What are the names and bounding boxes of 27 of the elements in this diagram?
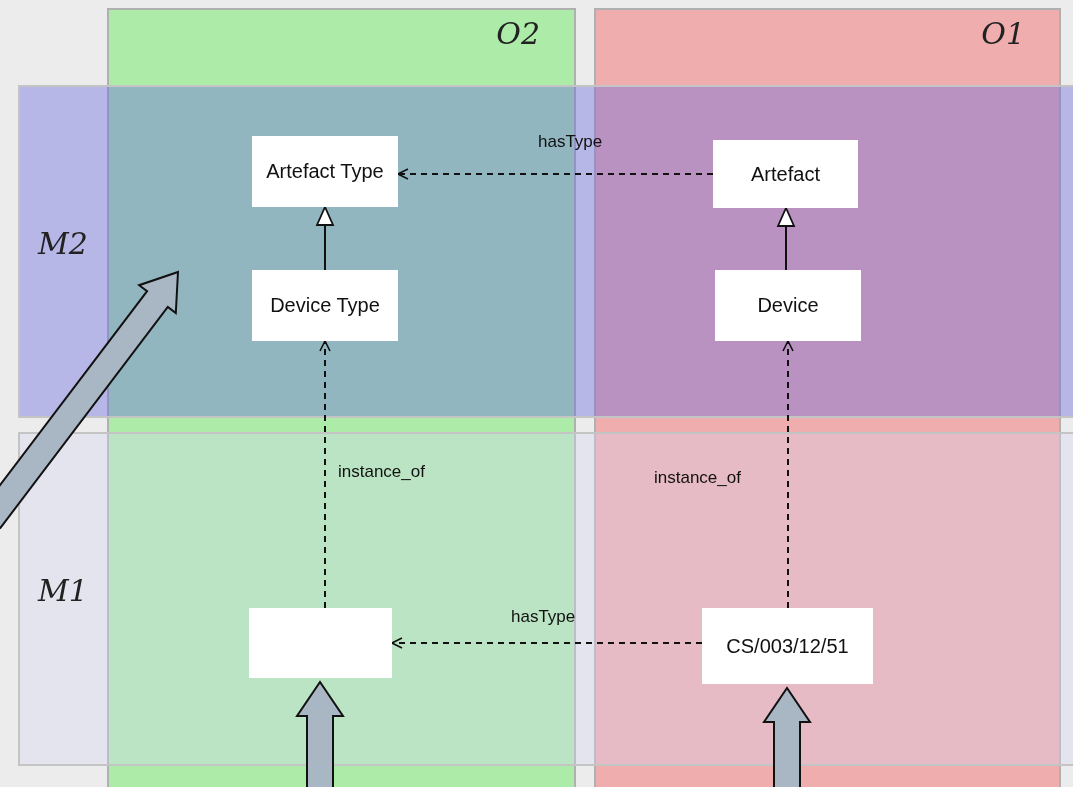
dashed-arrow	[319, 340, 331, 609]
dashed-arrow	[391, 637, 703, 649]
row-label: M1	[38, 573, 88, 608]
dashed-arrow	[397, 168, 714, 180]
empty-box	[249, 608, 392, 678]
edge-label: hasType	[538, 132, 603, 152]
box-label: Artefact	[751, 161, 820, 187]
box-label: CS/003/12/51	[726, 633, 849, 659]
block-arrow	[762, 686, 812, 787]
class-box	[715, 270, 861, 341]
column-label: O2	[496, 16, 540, 51]
class-box	[702, 608, 873, 684]
block-arrow	[295, 680, 345, 787]
box-label: Device Type	[270, 293, 380, 318]
class-box	[713, 140, 858, 208]
row-label: M2	[38, 225, 88, 261]
class-box	[252, 270, 398, 341]
generalization-arrow	[316, 206, 334, 271]
box-label: Device	[757, 293, 819, 318]
box-label: Artefact Type	[266, 159, 384, 184]
column-label: O1	[981, 16, 1025, 51]
edge-label: instance_of	[654, 468, 741, 488]
class-box	[252, 136, 398, 207]
edge-label: instance_of	[338, 462, 425, 482]
dashed-arrow	[782, 340, 794, 609]
generalization-arrow	[777, 207, 795, 271]
edge-label: hasType	[511, 607, 576, 627]
